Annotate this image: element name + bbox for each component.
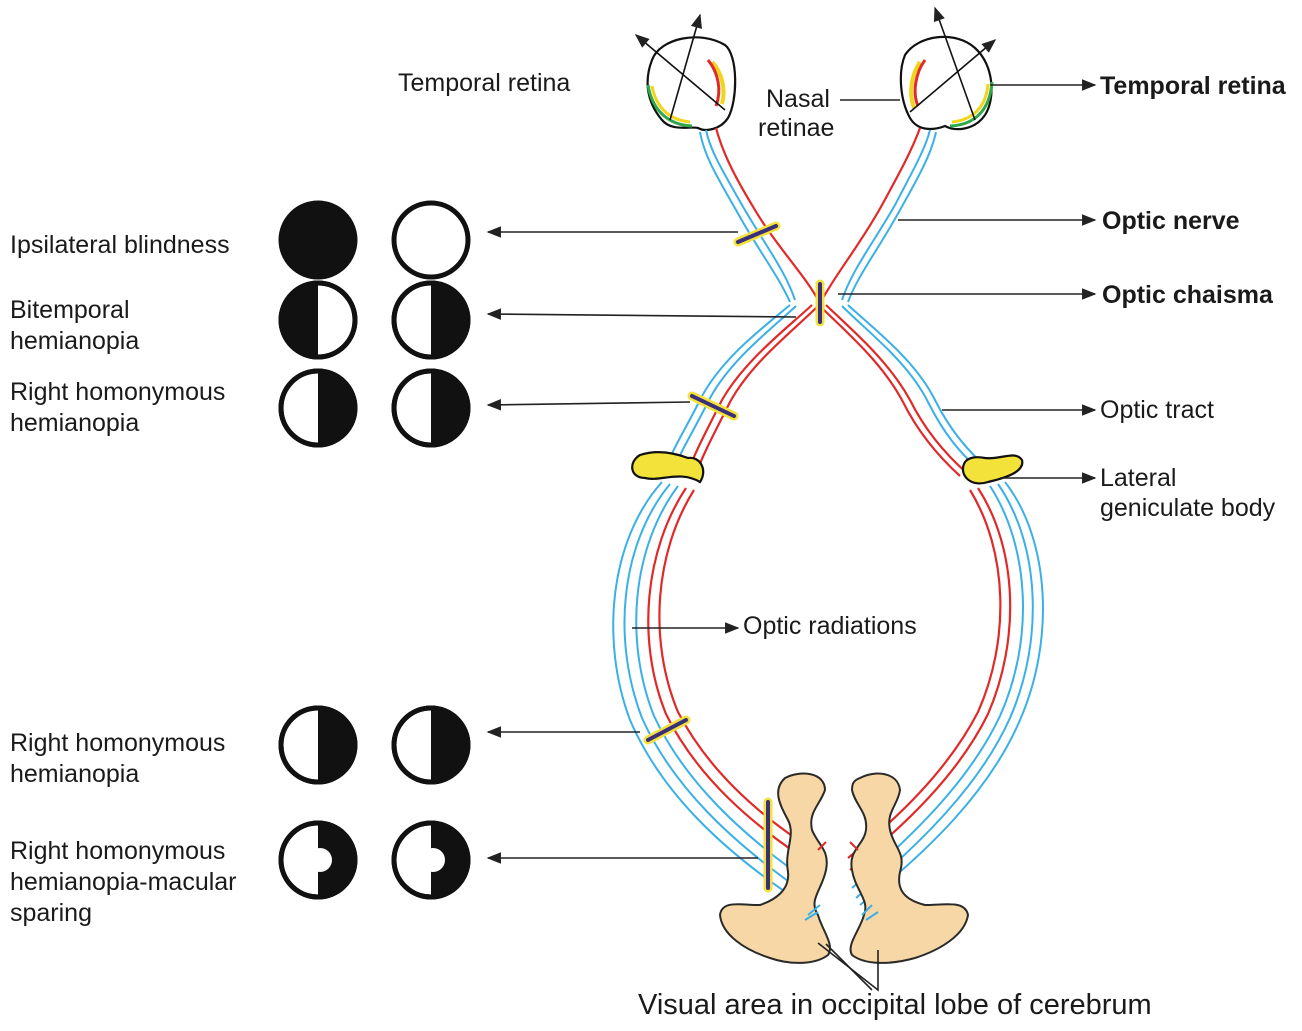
label-optic-chiasma: Optic chaisma — [1102, 281, 1274, 309]
field-row-1 — [278, 200, 471, 280]
label-optic-radiations: Optic radiations — [743, 612, 917, 640]
label-optic-nerve: Optic nerve — [1102, 207, 1240, 235]
label-visual-area: Visual area in occipital lobe of cerebru… — [638, 989, 1152, 1021]
field-row-5 — [278, 820, 471, 900]
defect-label-line: Ipsilateral blindness — [10, 231, 230, 259]
lateral-geniculate-body-left — [631, 451, 705, 484]
visual-field-left-eye — [278, 280, 358, 360]
field-row-2 — [278, 280, 471, 360]
visual-field-left-eye — [278, 368, 358, 448]
visual-field-left-eye — [278, 200, 358, 280]
visual-field-right-eye — [391, 280, 471, 360]
label-temporal-retina-left: Temporal retina — [398, 69, 570, 97]
defect-label-line: hemianopia — [10, 327, 139, 355]
optic-nerve-left — [699, 127, 819, 303]
optic-tract-right — [819, 304, 991, 477]
defect-label-line: sparing — [10, 899, 92, 927]
lesion-marker-optic-radiation — [643, 715, 691, 745]
left-eye — [634, 13, 737, 131]
lesion-marker-optic-tract — [687, 391, 739, 421]
optic-tract-left — [664, 304, 819, 475]
visual-field-right-eye — [391, 368, 471, 448]
lesion-marker-optic-nerve — [733, 221, 781, 247]
occipital-cortex — [718, 772, 970, 964]
label-lgb-line1: Lateral — [1100, 464, 1176, 492]
visual-field-right-eye — [391, 200, 471, 280]
defect-label-line: Bitemporal — [10, 296, 130, 324]
lateral-geniculate-body-right — [962, 454, 1024, 485]
optic-nerve-right — [821, 127, 937, 303]
defect-label-line: hemianopia — [10, 760, 139, 788]
visual-field-right-eye — [391, 705, 471, 785]
field-row-3 — [278, 368, 471, 448]
defect-label-line: hemianopia-macular — [10, 868, 237, 896]
defect-label-line: Right homonymous — [10, 837, 225, 865]
visual-field-right-eye — [391, 820, 471, 900]
defect-label-line: Right homonymous — [10, 729, 225, 757]
label-nasal-retinae-line1: Nasal — [766, 85, 830, 113]
right-eye — [899, 6, 997, 131]
visual-field-left-eye — [278, 820, 358, 900]
label-nasal-retinae-line2: retinae — [758, 114, 834, 142]
visual-field-left-eye — [278, 705, 358, 785]
label-temporal-retina-right: Temporal retina — [1100, 72, 1287, 100]
defect-label-line: Right homonymous — [10, 378, 225, 406]
label-optic-tract: Optic tract — [1100, 396, 1214, 424]
label-lgb-line2: geniculate body — [1100, 494, 1276, 522]
defect-label-line: hemianopia — [10, 409, 139, 437]
optic-radiations-right — [847, 481, 1044, 906]
field-row-4 — [278, 705, 471, 785]
